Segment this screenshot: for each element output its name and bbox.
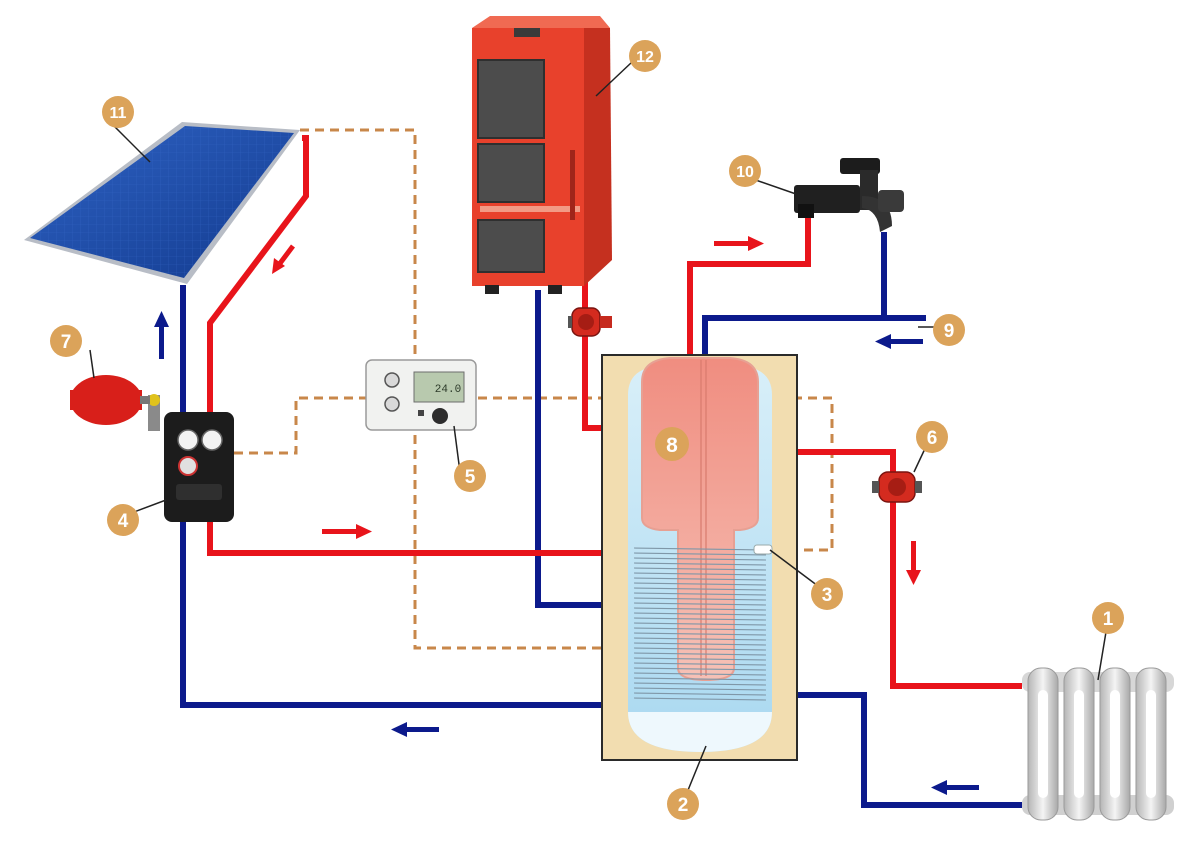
badge-8: 8 — [655, 427, 689, 461]
radiator-return-pipe — [780, 692, 1022, 808]
temperature-sensor — [753, 544, 773, 555]
signal-line-collector-sensor — [300, 128, 605, 650]
solar-pump-station — [148, 394, 234, 522]
circulation-pump — [872, 471, 922, 503]
flow-arrow-collector-up — [154, 311, 169, 359]
badge-6: 6 — [916, 421, 948, 453]
heating-supply-pipe — [780, 449, 1022, 689]
badge-5-label: 5 — [465, 467, 476, 488]
signal-lines — [232, 128, 834, 650]
badge-10: 10 — [729, 155, 761, 187]
badge-3: 3 — [811, 578, 843, 610]
badge-9: 9 — [933, 314, 965, 346]
flow-arrow-cold-inlet — [875, 334, 923, 349]
boiler-circulation-pump — [568, 307, 612, 337]
badge-1-label: 1 — [1103, 609, 1114, 630]
flow-arrow-hot-outlet — [714, 236, 764, 251]
flow-arrows — [154, 236, 979, 795]
hot-water-outlet-pipe — [687, 207, 818, 360]
badge-7-label: 7 — [61, 332, 72, 353]
flow-arrow-heating-down — [906, 541, 921, 585]
radiator — [1022, 667, 1174, 821]
badge-3-label: 3 — [822, 585, 833, 606]
solar-controller — [365, 359, 477, 431]
expansion-vessel — [70, 375, 150, 425]
badge-4: 4 — [107, 504, 139, 536]
radiator-section-highlight — [1074, 690, 1084, 798]
signal-line-controller-pumpstation — [232, 396, 368, 455]
radiator-section-highlight — [1110, 690, 1120, 798]
radiator-section-highlight — [1038, 690, 1048, 798]
badge-9-label: 9 — [944, 321, 955, 342]
badge-11-label: 11 — [110, 105, 127, 122]
radiator-section-highlight — [1146, 690, 1156, 798]
flow-arrow-return-left — [391, 722, 439, 737]
solar-collector — [24, 122, 300, 284]
collector-supply-pipe — [207, 135, 612, 556]
badge-7: 7 — [50, 325, 82, 357]
badge-5: 5 — [454, 460, 486, 492]
flow-arrow-radiator-return — [931, 780, 979, 795]
badge-12-label: 12 — [636, 49, 654, 66]
boiler-return-pipe — [535, 290, 612, 608]
heat-exchanger-coil — [633, 547, 767, 701]
badge-12: 12 — [629, 40, 661, 72]
badge-10-label: 10 — [736, 164, 754, 181]
controller-display-value: 24.0 — [435, 384, 461, 396]
flow-arrow-solar-supply — [322, 524, 372, 539]
badge-11: 11 — [102, 96, 134, 128]
flow-arrow-collector-down — [272, 244, 295, 274]
badge-6-label: 6 — [927, 428, 938, 449]
badge-4-label: 4 — [118, 511, 129, 532]
solid-fuel-boiler — [472, 16, 612, 294]
badge-2: 2 — [667, 788, 699, 820]
badge-2-label: 2 — [678, 795, 689, 816]
storage-tank — [601, 354, 798, 761]
cold-water-supply-pipe — [702, 315, 926, 360]
faucet — [794, 158, 904, 232]
badge-1: 1 — [1092, 602, 1124, 634]
badge-8-label: 8 — [666, 434, 678, 457]
collector-return-pipe — [180, 285, 612, 708]
